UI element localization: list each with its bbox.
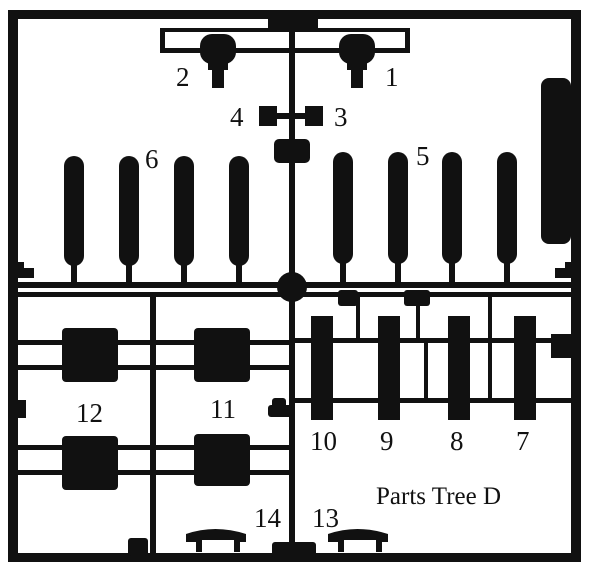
part-6-pins <box>64 156 249 284</box>
parts-7-10-bars <box>268 290 571 420</box>
label-part-13: 13 <box>312 503 339 533</box>
label-part-4: 4 <box>230 102 244 132</box>
label-part-5: 5 <box>416 141 430 171</box>
label-part-9: 9 <box>380 426 394 456</box>
sprue-runners <box>14 10 572 560</box>
parts-3-4-blocks <box>259 106 323 163</box>
label-part-6: 6 <box>145 144 159 174</box>
parts-11-12-blocks <box>14 328 292 490</box>
label-part-8: 8 <box>450 426 464 456</box>
label-part-14: 14 <box>254 503 282 533</box>
label-part-3: 3 <box>334 102 348 132</box>
label-part-10: 10 <box>310 426 337 456</box>
part-2-cap <box>200 34 236 88</box>
label-part-2: 2 <box>176 62 190 92</box>
part-labels: 2 1 4 3 6 5 12 11 10 9 8 7 14 13 Parts T… <box>76 62 530 533</box>
part-5-pins <box>333 152 517 284</box>
label-part-7: 7 <box>516 426 530 456</box>
part-1-cap <box>339 34 375 88</box>
label-part-1: 1 <box>385 62 399 92</box>
parts-13-14-handles <box>186 529 388 558</box>
label-part-11: 11 <box>210 394 236 424</box>
label-part-12: 12 <box>76 398 103 428</box>
diagram-title: Parts Tree D <box>376 483 501 510</box>
